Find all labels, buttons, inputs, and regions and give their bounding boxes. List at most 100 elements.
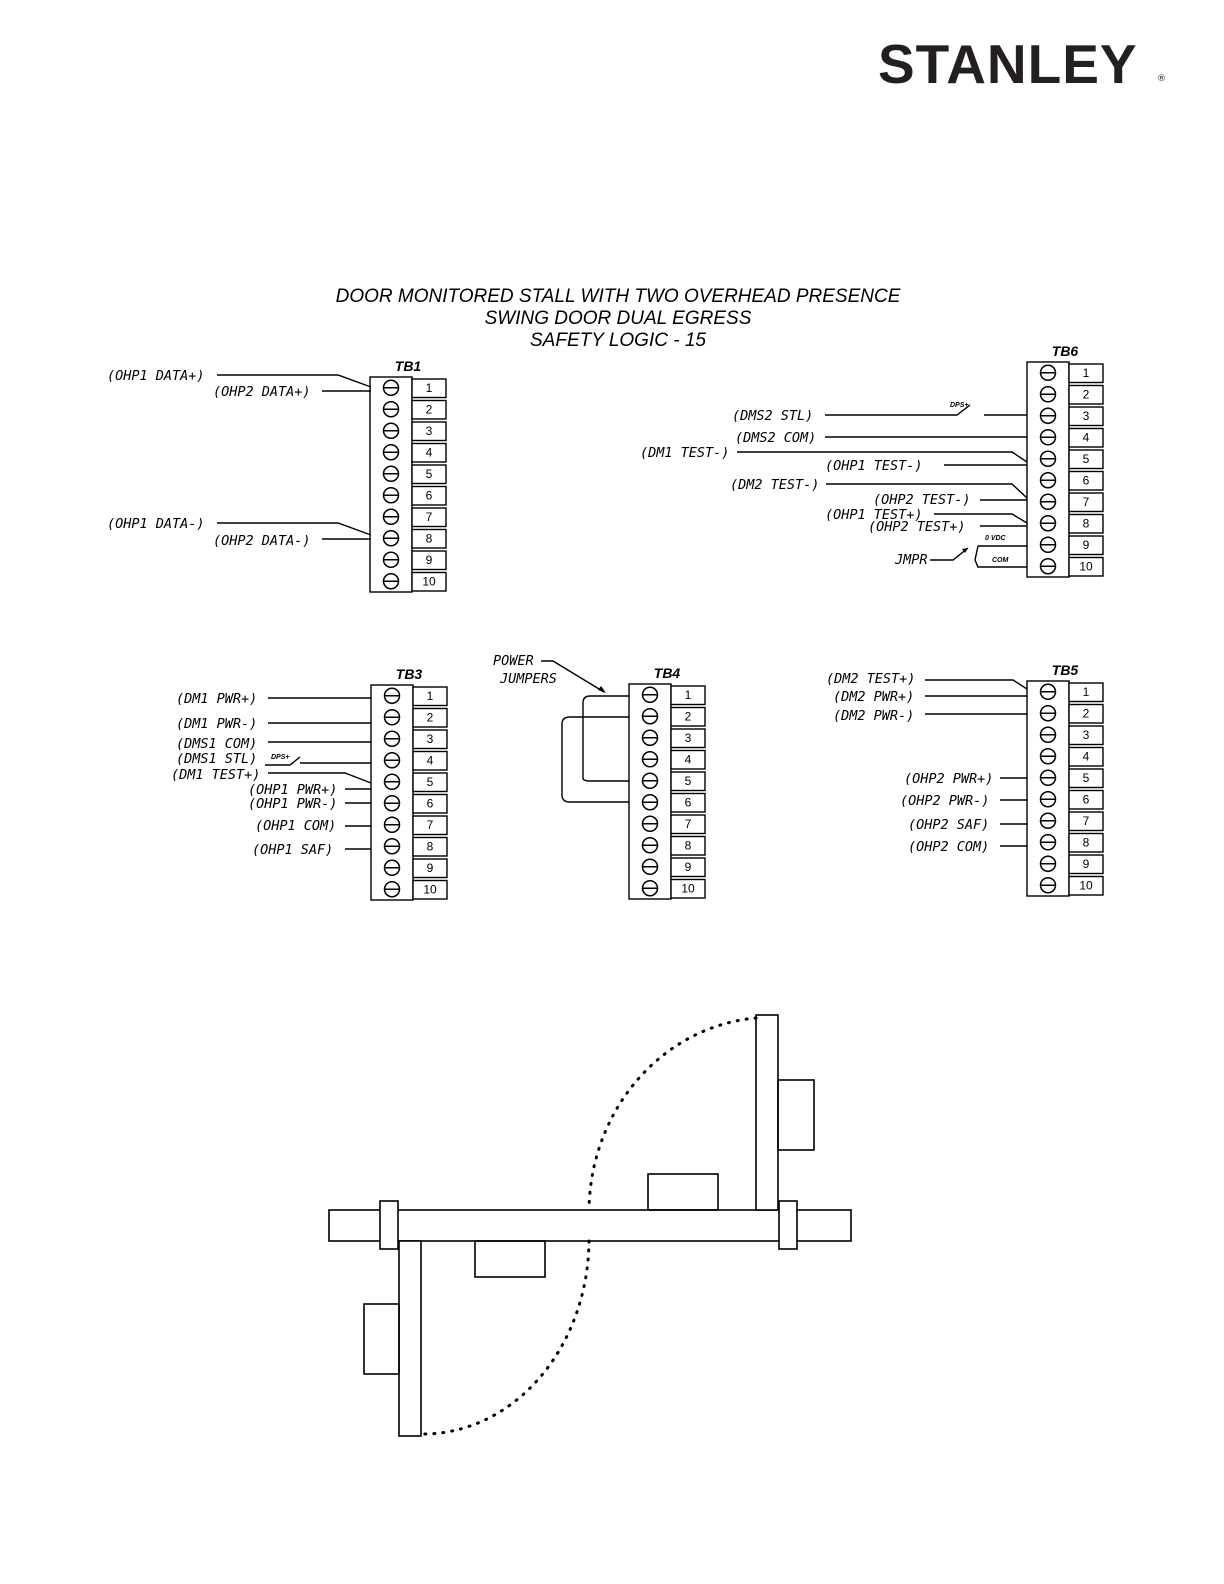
terminal-number: 6	[1083, 473, 1090, 487]
label-dms2-com: (DMS2 COM)	[735, 430, 816, 446]
terminal-number-box	[411, 442, 447, 463]
tb1-wiring: (OHP1 DATA+) (OHP2 DATA+) (OHP1 DATA-) (…	[107, 368, 372, 549]
label-dm2-test-pos: (DM2 TEST+)	[826, 671, 915, 687]
terminal-number: 1	[1083, 685, 1090, 699]
terminal-number-box	[1068, 556, 1104, 577]
terminal-number-box	[412, 750, 448, 771]
terminal-number-box	[1068, 363, 1104, 384]
terminal-number: 3	[685, 731, 692, 745]
tb6-wiring: DPS+ (DMS2 STL) (DMS2 COM) (DM1 TEST-) (…	[640, 402, 1028, 568]
terminal-number: 10	[681, 881, 695, 895]
terminal-number-box	[1068, 875, 1104, 896]
terminal-number-box	[1068, 470, 1104, 491]
door-panel-left-open	[398, 1240, 422, 1437]
swing-arc-right	[587, 1016, 758, 1212]
label-dm2-pwr-pos: (DM2 PWR+)	[833, 689, 914, 705]
terminal-number: 2	[1083, 706, 1090, 720]
terminal-number-box	[412, 729, 448, 750]
terminal-number-box	[411, 550, 447, 571]
label-zero-vdc: 0 VDC	[985, 535, 1007, 542]
terminal-number: 7	[685, 817, 692, 831]
terminal-number-box	[412, 686, 448, 707]
swing-arc-left	[420, 1239, 591, 1436]
door-panel-right-open	[755, 1014, 779, 1211]
terminal-number: 6	[685, 795, 692, 809]
terminal-number: 9	[685, 860, 692, 874]
terminal-number: 8	[1083, 516, 1090, 530]
terminal-number-box	[1068, 703, 1104, 724]
terminal-number: 4	[427, 753, 434, 767]
terminal-number: 5	[427, 775, 434, 789]
terminal-number: 10	[1079, 559, 1093, 573]
terminal-number-box	[1068, 832, 1104, 853]
terminal-number-box	[670, 857, 706, 878]
terminal-number: 2	[426, 402, 433, 416]
label-ohp2-pwr-pos: (OHP2 PWR+)	[904, 771, 993, 787]
terminal-number-box	[412, 772, 448, 793]
terminal-number: 2	[685, 709, 692, 723]
label-jumpers: JUMPERS	[499, 671, 557, 687]
label-ohp2-pwr-neg: (OHP2 PWR-)	[900, 793, 989, 809]
terminal-number-box	[1068, 535, 1104, 556]
label-dms1-stl: (DMS1 STL)	[176, 751, 257, 767]
terminal-number: 7	[426, 510, 433, 524]
terminal-number-box	[1068, 449, 1104, 470]
label-ohp1-test-neg: (OHP1 TEST-)	[825, 458, 923, 474]
label-ohp1-saf: (OHP1 SAF)	[252, 842, 333, 858]
sensor-bottom-header	[474, 1240, 546, 1278]
terminal-number-box	[1068, 768, 1104, 789]
terminal-number: 2	[427, 710, 434, 724]
terminal-number-box	[1068, 427, 1104, 448]
sensor-top-header	[647, 1173, 719, 1211]
terminal-number: 9	[427, 861, 434, 875]
terminal-number: 8	[426, 531, 433, 545]
terminal-number: 4	[1083, 749, 1090, 763]
label-ohp1-pwr-neg: (OHP1 PWR-)	[248, 796, 337, 812]
terminal-number: 10	[423, 882, 437, 896]
terminal-number: 10	[1079, 878, 1093, 892]
sensor-right-door	[777, 1079, 815, 1151]
terminal-number-box	[670, 749, 706, 770]
label-ohp2-com: (OHP2 COM)	[908, 839, 989, 855]
terminal-number-box	[1068, 789, 1104, 810]
terminal-number: 9	[1083, 857, 1090, 871]
label-ohp2-saf: (OHP2 SAF)	[908, 817, 989, 833]
terminal-number-box	[411, 571, 447, 592]
terminal-number-box	[411, 528, 447, 549]
terminal-number-box	[1068, 725, 1104, 746]
terminal-number-box	[670, 878, 706, 899]
title-line-3: SAFETY LOGIC - 15	[530, 330, 706, 351]
terminal-number-box	[1068, 811, 1104, 832]
terminal-number-box	[412, 707, 448, 728]
label-tb6-dps: DPS+	[950, 402, 968, 409]
tb1-name: TB1	[395, 358, 422, 374]
label-tb6-com: COM	[992, 557, 1009, 564]
terminal-number: 6	[426, 488, 433, 502]
label-dm2-test-neg: (DM2 TEST-)	[730, 477, 819, 493]
terminal-number: 7	[1083, 814, 1090, 828]
title-line-1: DOOR MONITORED STALL WITH TWO OVERHEAD P…	[336, 286, 901, 307]
terminal-number-box	[411, 378, 447, 399]
terminal-number-box	[1068, 746, 1104, 767]
terminal-number: 4	[1083, 430, 1090, 444]
terminal-number: 6	[427, 796, 434, 810]
terminal-number: 9	[426, 553, 433, 567]
terminal-number-box	[1068, 384, 1104, 405]
door-header	[328, 1209, 852, 1242]
hinge-right	[778, 1200, 798, 1250]
terminal-number: 8	[427, 839, 434, 853]
terminal-number: 9	[1083, 538, 1090, 552]
terminal-number-box	[1068, 406, 1104, 427]
terminal-number: 6	[1083, 792, 1090, 806]
stanley-logo: STANLEY	[878, 33, 1138, 95]
terminal-number: 1	[1083, 366, 1090, 380]
terminal-number-box	[412, 836, 448, 857]
tb3-wiring: (DM1 PWR+) (DM1 PWR-) (DMS1 COM) (DMS1 S…	[171, 691, 372, 858]
terminal-number: 4	[426, 445, 433, 459]
terminal-number: 3	[1083, 409, 1090, 423]
terminal-number: 5	[426, 467, 433, 481]
terminal-number: 8	[685, 838, 692, 852]
